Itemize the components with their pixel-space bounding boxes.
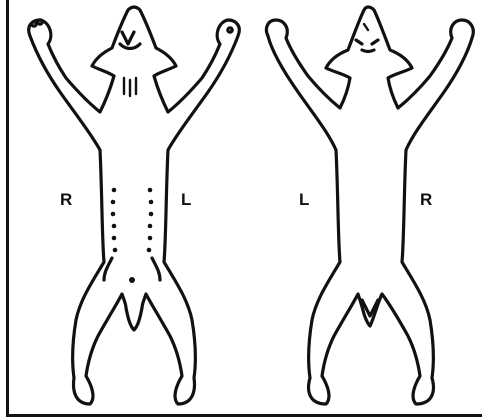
left-forepaw-pad (38, 20, 42, 24)
dorsal-head-mark (362, 50, 374, 52)
left-forepaw-pad (32, 22, 36, 26)
dorsal-right-side-label: R (420, 191, 432, 208)
ventral-left-side-label: R (60, 191, 72, 208)
ventral-neck-marks (124, 78, 136, 96)
ventral-right-groin-mark (152, 258, 160, 280)
ventral-chin-mark (120, 44, 140, 49)
dorsal-left-side-label: L (299, 191, 309, 208)
right-forepaw-pad (228, 28, 232, 32)
dorsal-nose-mark (364, 24, 368, 30)
ventral-right-side-label: L (181, 191, 191, 208)
dorsal-left-ear-mark (356, 40, 362, 44)
dorsal-body-outline (266, 7, 473, 404)
dorsal-right-ear-mark (372, 40, 378, 44)
dorsal-view-outline (266, 7, 473, 404)
ventral-jaw-mark (122, 32, 134, 44)
ventral-nipple-dots (111, 188, 154, 283)
